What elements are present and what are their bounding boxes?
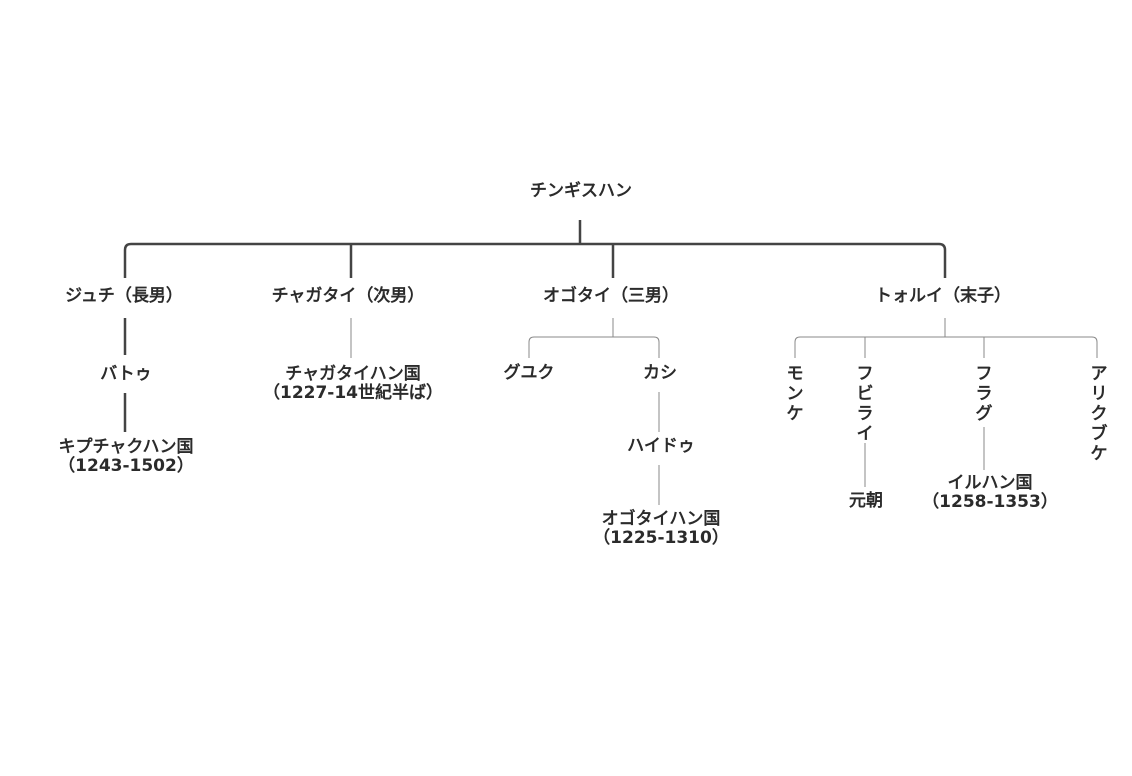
vertical-char: モ — [786, 364, 804, 384]
vertical-char: ケ — [1090, 444, 1108, 464]
chagatai-khanate-name: チャガタイハン国 — [285, 364, 421, 384]
node-kaidu: ハイドゥ — [627, 436, 695, 456]
node-mongke: モンケ — [785, 364, 805, 424]
node-yuan: 元朝 — [849, 491, 883, 511]
vertical-char: グ — [975, 404, 993, 424]
node-guyuk: グユク — [503, 363, 555, 383]
node-hulagu: フラグ — [974, 364, 994, 424]
vertical-char: ビ — [856, 384, 874, 404]
vertical-char: ア — [1090, 364, 1108, 384]
ogodei-khanate-years: （1225-1310） — [593, 528, 729, 548]
node-kublai: フビライ — [855, 364, 875, 444]
node-kipchak-khanate: キプチャクハン国 （1243-1502） — [58, 438, 194, 476]
vertical-char: イ — [856, 424, 874, 444]
vertical-char: フ — [975, 364, 993, 384]
node-ogodei: オゴタイ（三男） — [543, 286, 679, 306]
chagatai-khanate-years: （1227-14世紀半ば） — [262, 383, 444, 403]
vertical-char: ブ — [1090, 424, 1108, 444]
vertical-char: ク — [1090, 404, 1108, 424]
ogodei-bracket — [528, 336, 660, 358]
ilkhanate-years: （1258-1353） — [922, 492, 1058, 512]
ogodei-khanate-name: オゴタイハン国 — [601, 509, 721, 529]
node-genghis-khan: チンギスハン — [530, 181, 632, 201]
node-tolui: トォルイ（末子） — [875, 286, 1011, 306]
node-kashi: カシ — [643, 363, 677, 383]
node-ariqboke: アリクブケ — [1089, 364, 1109, 464]
node-juchi: ジュチ（長男） — [65, 286, 183, 306]
vertical-char: ン — [786, 384, 804, 404]
node-ilkhanate: イルハン国 （1258-1353） — [922, 474, 1058, 512]
sons-bracket — [123, 242, 947, 278]
kipchak-khanate-name: キプチャクハン国 — [58, 437, 194, 457]
node-chagatai-khanate: チャガタイハン国 （1227-14世紀半ば） — [263, 365, 443, 403]
node-ogodei-khanate: オゴタイハン国 （1225-1310） — [593, 510, 729, 548]
node-batu: バトゥ — [100, 364, 152, 384]
vertical-char: ラ — [975, 384, 993, 404]
kipchak-khanate-years: （1243-1502） — [58, 456, 194, 476]
ilkhanate-name: イルハン国 — [947, 473, 1033, 493]
vertical-char: ケ — [786, 404, 804, 424]
node-chagatai: チャガタイ（次男） — [271, 286, 425, 306]
vertical-char: リ — [1090, 384, 1108, 404]
tolui-bracket — [794, 336, 1098, 358]
vertical-char: ラ — [856, 404, 874, 424]
vertical-char: フ — [856, 364, 874, 384]
